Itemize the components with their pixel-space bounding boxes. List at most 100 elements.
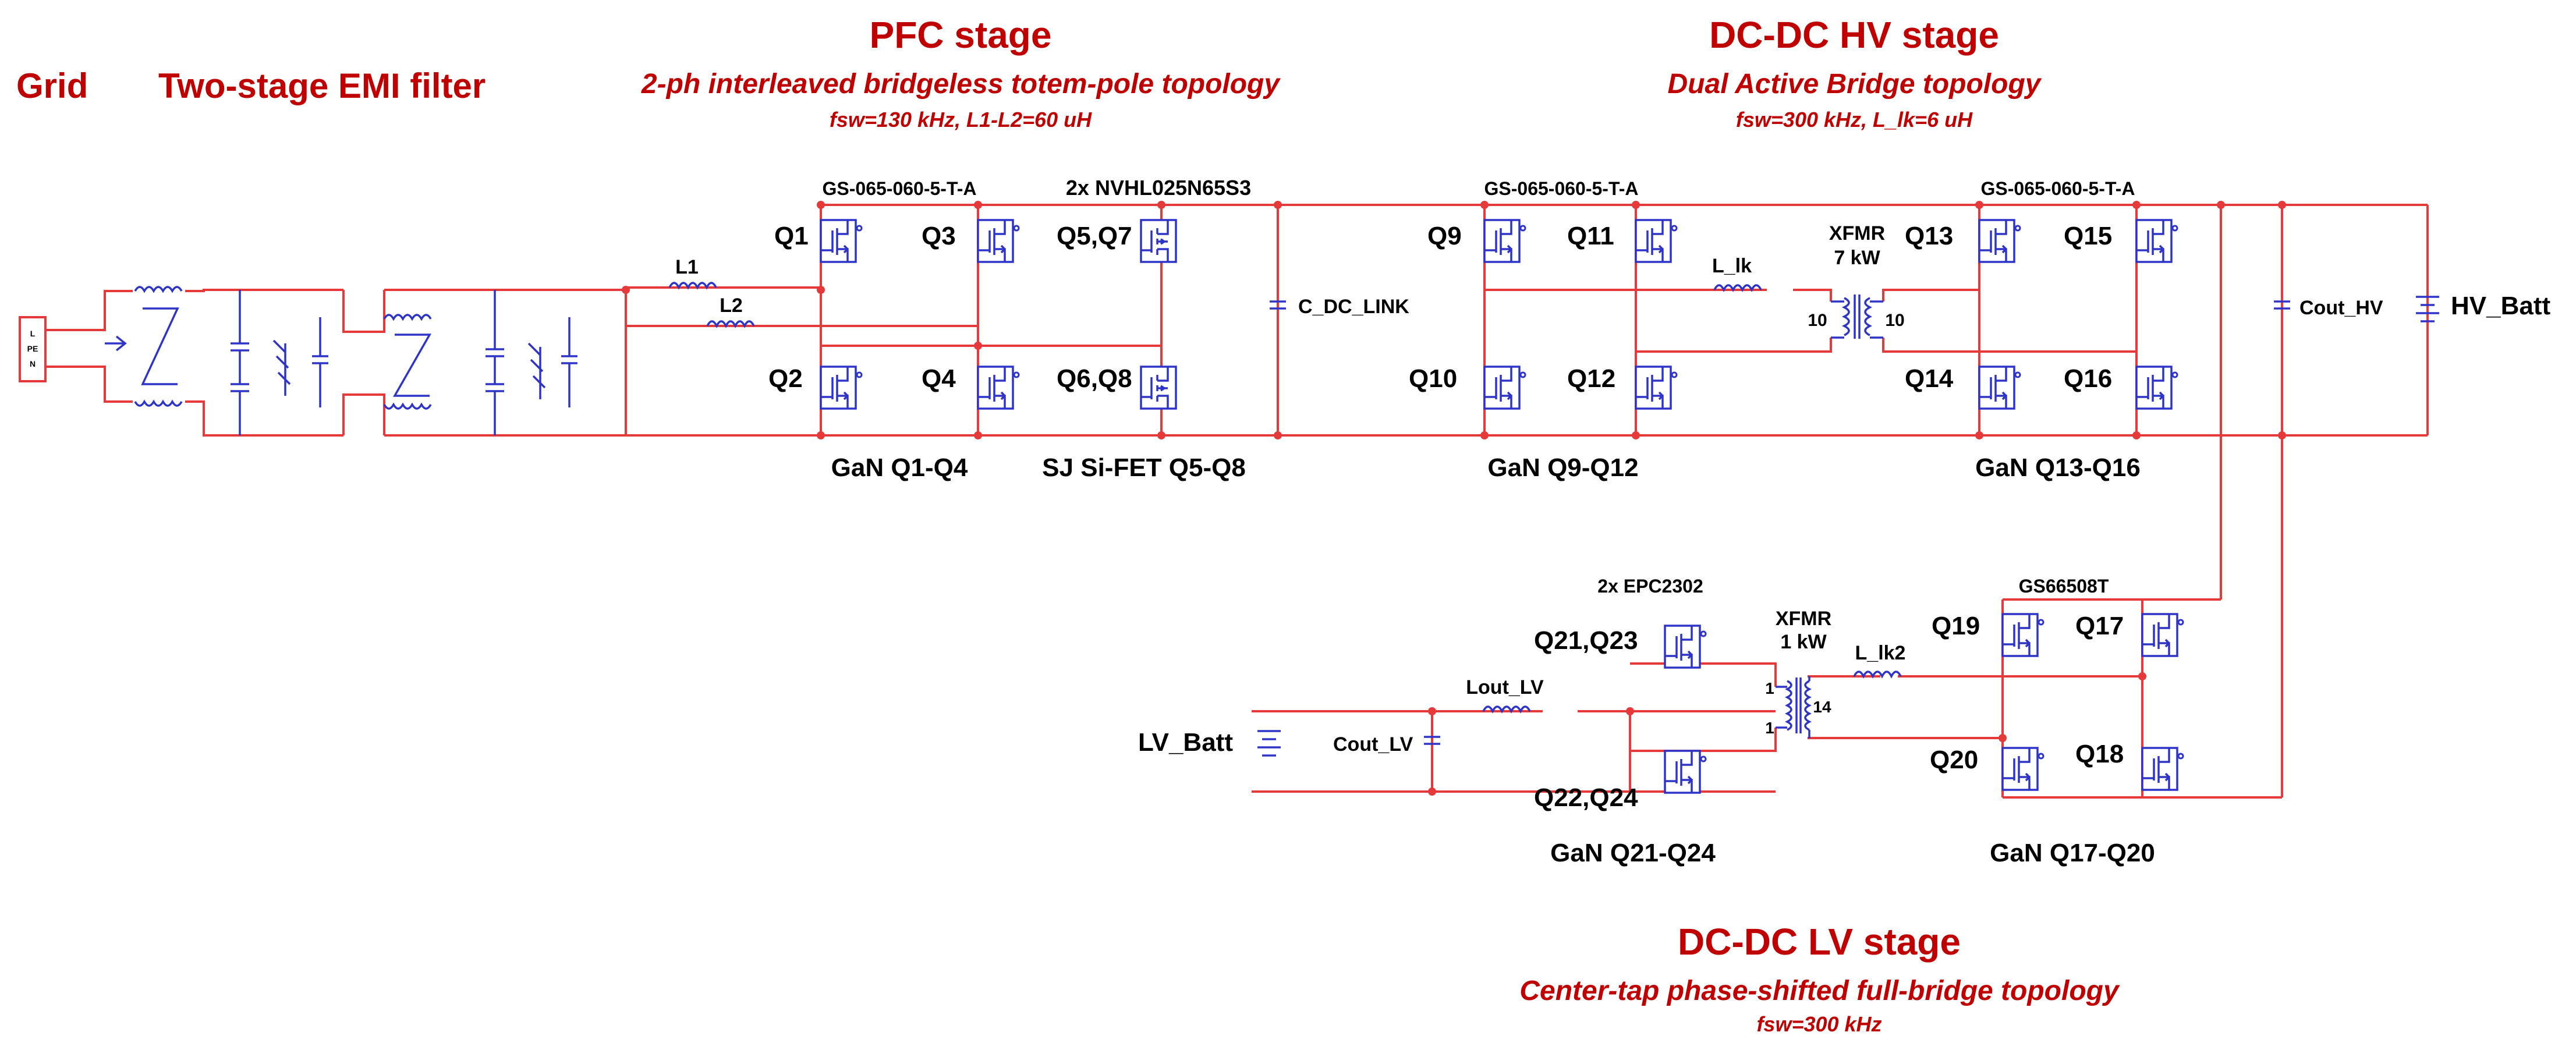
group-hv-a: GaN Q9-Q12 (1487, 453, 1638, 482)
cout-lv-label: Cout_LV (1333, 733, 1413, 755)
q1-label: Q1 (774, 222, 809, 250)
group-pfc-gan: GaN Q1-Q4 (831, 453, 968, 482)
q18-label: Q18 (2075, 740, 2124, 768)
switch-q12 (1635, 366, 1678, 410)
switch-q20 (2001, 747, 2044, 791)
source-pe-label: PE (27, 344, 38, 353)
q10-label: Q10 (1409, 364, 1457, 393)
emi-heading: Two-stage EMI filter (158, 66, 486, 105)
q13-label: Q13 (1905, 222, 1953, 250)
q12-label: Q12 (1567, 364, 1615, 393)
switch-q15 (2135, 219, 2178, 263)
hv-battery (2416, 296, 2439, 322)
llk-label: L_lk (1712, 255, 1752, 277)
xfmr-hv-label: XFMR (1829, 222, 1885, 244)
xfmr-lv-label: XFMR (1776, 608, 1831, 630)
pfc-subtitle: 2-ph interleaved bridgeless totem-pole t… (641, 69, 1281, 100)
grid-source: L PE N (19, 316, 47, 382)
q3-label: Q3 (922, 222, 956, 250)
q68-label: Q6,Q8 (1057, 364, 1132, 393)
switch-q22-q24 (1664, 750, 1707, 794)
hv-gan-part-b: GS-065-060-5-T-A (1981, 178, 2135, 199)
switch-q3 (977, 219, 1020, 263)
dc-link-capacitor (1270, 300, 1286, 310)
lv-transformer (1776, 676, 1812, 738)
cout-hv-label: Cout_HV (2299, 297, 2383, 319)
q16-label: Q16 (2064, 364, 2112, 393)
lv-params: fsw=300 kHz (1756, 1012, 1881, 1036)
q11-label: Q11 (1567, 222, 1614, 250)
pfc-title: PFC stage (870, 14, 1052, 56)
q9-label: Q9 (1427, 222, 1462, 250)
group-lv-pri: GaN Q21-Q24 (1550, 839, 1716, 867)
switch-q9 (1483, 219, 1526, 263)
hv-turns-b: 10 (1885, 311, 1904, 330)
lv-battery (1257, 730, 1281, 757)
q2-label: Q2 (768, 364, 803, 393)
hv-batt-label: HV_Batt (2451, 292, 2550, 320)
switch-q16 (2135, 366, 2178, 410)
lout-lv-label: Lout_LV (1466, 676, 1544, 698)
llk2-label: L_lk2 (1855, 642, 1906, 664)
group-hv-b: GaN Q13-Q16 (1975, 453, 2141, 482)
lv-subtitle: Center-tap phase-shifted full-bridge top… (1519, 976, 2120, 1006)
source-l-label: L (30, 329, 36, 338)
wires (45, 204, 2429, 799)
inductor-l1 (668, 282, 717, 290)
switch-q17 (2141, 613, 2184, 657)
switch-q1 (820, 219, 863, 263)
lv-turns-c: 14 (1813, 698, 1831, 716)
xfmr-lv-rating: 1 kW (1780, 631, 1827, 653)
switch-q18 (2141, 747, 2184, 791)
hv-params: fsw=300 kHz, L_lk=6 uH (1736, 108, 1973, 132)
switch-q6-q8 (1140, 366, 1177, 410)
lv-batt-label: LV_Batt (1138, 728, 1233, 757)
hv-title: DC-DC HV stage (1709, 14, 1999, 56)
l1-label: L1 (675, 256, 699, 278)
emi-filter (105, 286, 577, 435)
lv-turns-b: 1 (1765, 719, 1774, 737)
cdc-label: C_DC_LINK (1298, 296, 1409, 318)
switch-q5-q7 (1140, 219, 1177, 263)
q4-label: Q4 (922, 364, 956, 393)
junction-dots (622, 201, 2286, 796)
pfc-gan-part: GS-065-060-5-T-A (823, 178, 977, 199)
switch-q19 (2001, 613, 2044, 657)
q57-label: Q5,Q7 (1057, 222, 1132, 250)
switch-q21-q23 (1664, 625, 1707, 669)
xfmr-hv-rating: 7 kW (1834, 247, 1880, 269)
pfc-params: fsw=130 kHz, L1-L2=60 uH (830, 108, 1092, 132)
l2-label: L2 (720, 295, 743, 317)
hv-subtitle: Dual Active Bridge topology (1668, 69, 2042, 100)
switch-q14 (1978, 366, 2021, 410)
pfc-si-part: 2x NVHL025N65S3 (1066, 176, 1251, 200)
switch-q10 (1483, 366, 1526, 410)
switch-q4 (977, 366, 1020, 410)
q19-label: Q19 (1932, 612, 1980, 640)
grid-heading: Grid (16, 66, 88, 105)
q2224-label: Q22,Q24 (1534, 783, 1638, 812)
group-pfc-si: SJ Si-FET Q5-Q8 (1042, 453, 1246, 482)
group-lv-sec: GaN Q17-Q20 (1990, 839, 2155, 867)
hv-turns-a: 10 (1808, 311, 1827, 330)
hv-transformer (1831, 295, 1883, 339)
switch-q11 (1635, 219, 1678, 263)
cout-lv-capacitor (1424, 736, 1440, 745)
switch-q13 (1978, 219, 2021, 263)
q14-label: Q14 (1905, 364, 1954, 393)
switch-q2 (820, 366, 863, 410)
q2123-label: Q21,Q23 (1534, 626, 1638, 655)
lv-turns-a: 1 (1765, 679, 1774, 697)
cout-hv-capacitor (2274, 300, 2290, 310)
inductor-l2 (706, 320, 755, 328)
q15-label: Q15 (2064, 222, 2112, 250)
source-n-label: N (30, 359, 36, 368)
q17-label: Q17 (2075, 612, 2124, 640)
hv-gan-part-a: GS-065-060-5-T-A (1484, 178, 1639, 199)
lv-title: DC-DC LV stage (1678, 921, 1961, 963)
lv-gan-pri-part: 2x EPC2302 (1597, 576, 1703, 597)
q20-label: Q20 (1930, 746, 1978, 774)
lv-gan-sec-part: GS66508T (2019, 576, 2109, 597)
